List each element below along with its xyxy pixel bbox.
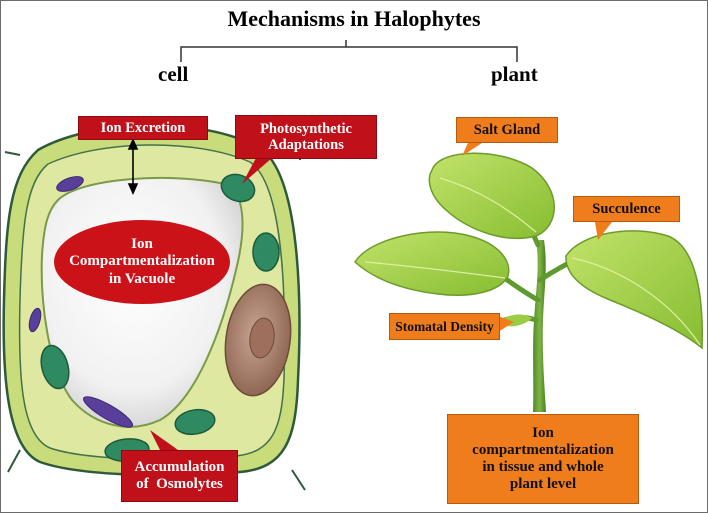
chloroplast bbox=[220, 173, 256, 203]
organelle bbox=[83, 396, 133, 428]
nucleolus bbox=[249, 317, 275, 359]
chloroplast bbox=[252, 232, 280, 272]
label-ion-compartmentalization-vacuole: Ion Compartmentalization in Vacuole bbox=[54, 220, 230, 304]
stem bbox=[533, 240, 546, 412]
label-text: Ion Excretion bbox=[100, 119, 186, 136]
label-text: Stomatal Density bbox=[395, 318, 494, 334]
label-text: Salt Gland bbox=[473, 121, 541, 138]
stomatal-pointer bbox=[498, 316, 514, 332]
label-salt-gland: Salt Gland bbox=[456, 117, 558, 143]
photosynthetic-pointer bbox=[242, 158, 272, 184]
label-text-line2: compartmentalization bbox=[472, 442, 614, 459]
label-photosynthetic-adaptations: Photosynthetic Adaptations bbox=[235, 115, 377, 159]
branch-label-cell: cell bbox=[158, 62, 189, 86]
label-text-line2: Adaptations bbox=[268, 137, 344, 153]
leaf-left bbox=[354, 231, 510, 296]
chloroplast bbox=[174, 408, 216, 436]
label-text-line3: in Vacuole bbox=[108, 270, 176, 287]
label-stomatal-density: Stomatal Density bbox=[389, 313, 500, 340]
plant-cell bbox=[2, 124, 306, 491]
ion-excretion-arrow bbox=[127, 138, 139, 195]
organelle bbox=[56, 176, 84, 192]
label-text-line2: of Osmolytes bbox=[136, 476, 223, 492]
chloroplast bbox=[40, 344, 70, 390]
label-ion-excretion: Ion Excretion bbox=[78, 116, 208, 140]
purple-organelles bbox=[28, 176, 133, 428]
leaf-right bbox=[565, 230, 703, 350]
organelle bbox=[28, 307, 42, 333]
salt-gland-pointer bbox=[462, 143, 482, 156]
succulence-pointer bbox=[595, 222, 612, 240]
label-text-line1: Accumulation bbox=[134, 459, 225, 476]
label-accumulation-of-osmolytes: Accumulation of Osmolytes bbox=[121, 450, 238, 502]
branch-label-plant: plant bbox=[491, 62, 538, 86]
osmolytes-pointer bbox=[150, 430, 178, 450]
label-succulence: Succulence bbox=[573, 196, 680, 222]
label-ion-compartmentalization-tissue: Ion compartmentalization in tissue and w… bbox=[447, 414, 639, 504]
plant-seedling bbox=[354, 143, 703, 412]
diagram-title: Mechanisms in Halophytes bbox=[227, 6, 481, 31]
label-text-line1: Ion bbox=[532, 425, 554, 442]
label-text-line1: Ion bbox=[131, 236, 153, 253]
label-text-line3: in tissue and whole bbox=[482, 459, 604, 475]
label-text-line1: Photosynthetic bbox=[260, 120, 352, 137]
leaf-veins bbox=[364, 177, 701, 346]
label-text: Succulence bbox=[592, 200, 661, 217]
leaf-top bbox=[428, 152, 555, 240]
label-text-line2: Compartmentalization bbox=[69, 253, 215, 270]
title-bracket bbox=[180, 40, 518, 62]
label-text-line4: plant level bbox=[509, 475, 577, 492]
